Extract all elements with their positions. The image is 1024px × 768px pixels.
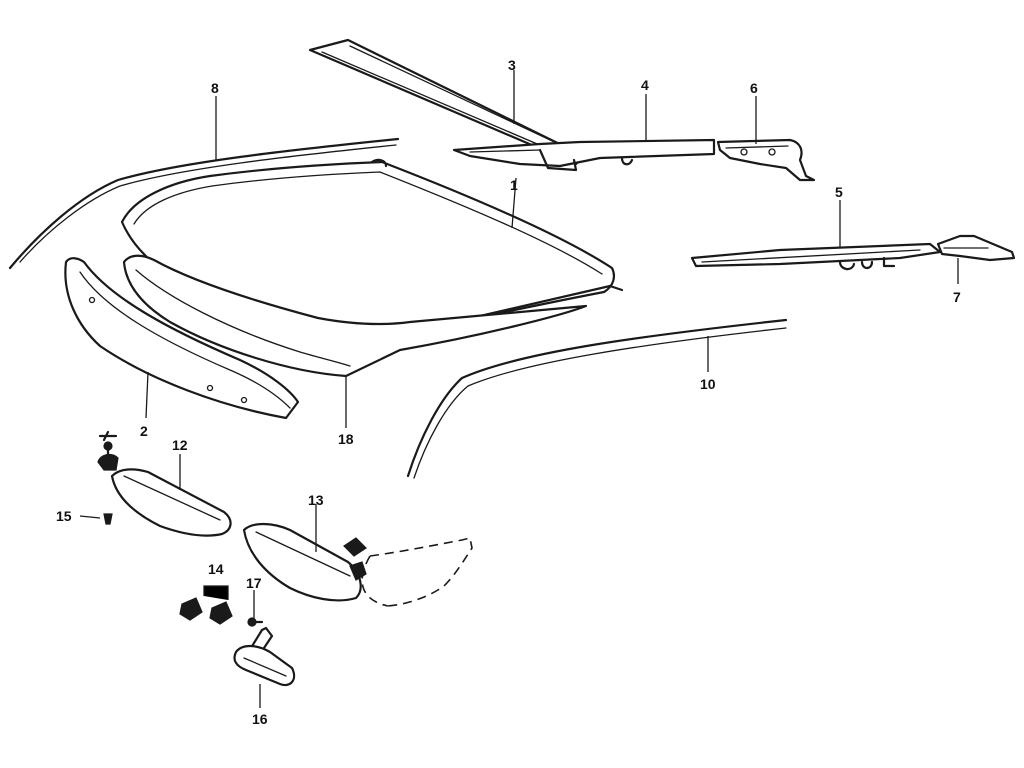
part-16-rear-view-mirror: [233, 626, 296, 687]
callout-7: 7: [953, 289, 961, 305]
leader-lines: [79, 70, 959, 708]
leader-1: [511, 177, 517, 229]
callout-10: 10: [700, 376, 716, 392]
part-2-front-header-trim: [64, 257, 300, 420]
part-10-drip-molding-right: [406, 318, 788, 479]
part-12-sun-visor-left: [97, 430, 232, 537]
part-13-sun-visor-right: [242, 522, 473, 607]
callout-17: 17: [246, 575, 262, 591]
part-8-drip-molding-left: [8, 137, 400, 270]
leader-15: [79, 515, 101, 519]
callout-3: 3: [508, 57, 516, 73]
part-14-visor-clips: [179, 585, 233, 625]
callout-8: 8: [211, 80, 219, 96]
callout-5: 5: [835, 184, 843, 200]
part-15-screw: [103, 513, 113, 525]
callout-2: 2: [140, 423, 148, 439]
callout-4: 4: [641, 77, 649, 93]
part-7-rear-rail-end-bracket: [936, 234, 1016, 262]
callout-13: 13: [308, 492, 324, 508]
part-5-rear-roof-rail: [690, 242, 942, 271]
leader-2: [145, 371, 149, 419]
part-18-headlining: [122, 254, 588, 378]
callout-12: 12: [172, 437, 188, 453]
callout-6: 6: [750, 80, 758, 96]
part-6-rail-end-bracket: [716, 138, 816, 182]
callout-15: 15: [56, 508, 72, 524]
callout-16: 16: [252, 711, 268, 727]
part-4-roof-rail-center: [452, 138, 716, 172]
callout-labels: 1 2 3 4 5 6 7 8 10 12 13 14 15 16 17 18: [56, 57, 961, 727]
callout-18: 18: [338, 431, 354, 447]
callout-1: 1: [510, 177, 518, 193]
part-17-mirror-screw: [247, 617, 264, 627]
callout-14: 14: [208, 561, 224, 577]
